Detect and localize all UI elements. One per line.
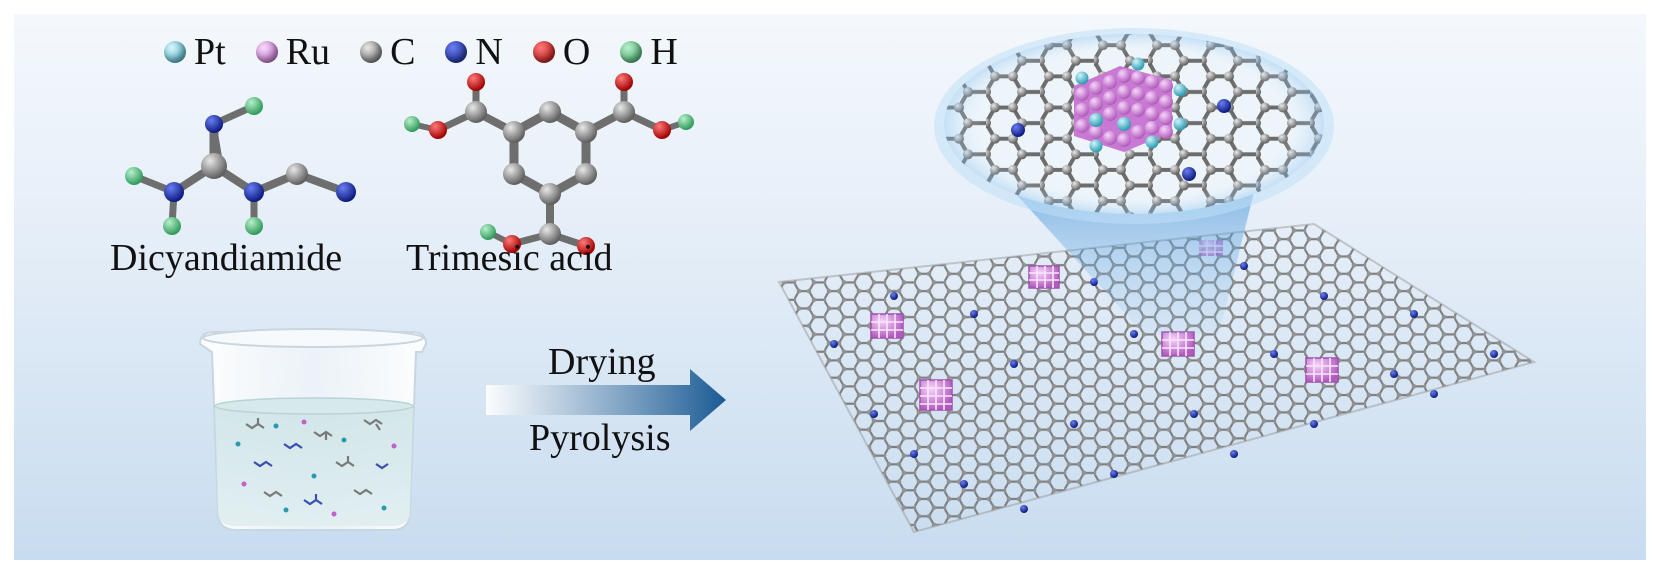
zoom-beam bbox=[1014, 192, 1254, 334]
n-atom-icon bbox=[445, 41, 468, 63]
h-atom-icon bbox=[620, 41, 643, 63]
legend-item-ru: Ru bbox=[255, 31, 331, 73]
legend-item-n: N bbox=[445, 31, 503, 73]
graphene-sheet bbox=[777, 222, 1537, 534]
element-legend: Pt Ru C N O H bbox=[164, 30, 708, 74]
nanocluster bbox=[1074, 57, 1187, 153]
dicyandiamide-label: Dicyandiamide bbox=[110, 237, 343, 279]
process-arrow bbox=[486, 369, 726, 431]
o-atom-icon bbox=[532, 41, 555, 63]
dicyandiamide-molecule bbox=[125, 97, 356, 235]
legend-label: O bbox=[562, 31, 591, 73]
ru-atom-icon bbox=[255, 41, 278, 63]
beaker bbox=[198, 328, 428, 531]
legend-label: H bbox=[650, 31, 678, 73]
nitrogen-dopants bbox=[830, 262, 1498, 513]
dissolved-molecules bbox=[235, 418, 397, 517]
legend-label: Ru bbox=[285, 31, 331, 73]
pyrolysis-label: Pyrolysis bbox=[529, 417, 671, 459]
illustration-canvas bbox=[125, 28, 1537, 534]
legend-item-o: O bbox=[532, 31, 591, 73]
c-atom-icon bbox=[360, 41, 383, 63]
legend-label: C bbox=[390, 31, 416, 73]
zoom-disc bbox=[934, 28, 1334, 224]
legend-label: Pt bbox=[194, 31, 226, 73]
trimesic-acid-molecule bbox=[404, 73, 694, 255]
drying-label: Drying bbox=[548, 341, 656, 383]
pt-atom-icon bbox=[164, 41, 186, 63]
legend-item-pt: Pt bbox=[164, 33, 226, 71]
figure-panel: Pt Ru C N O H Dicyandiamide Trimesic aci… bbox=[14, 14, 1646, 560]
legend-item-c: C bbox=[360, 33, 415, 71]
legend-item-h: H bbox=[620, 31, 678, 73]
trimesic-acid-label: Trimesic acid bbox=[406, 237, 613, 279]
legend-label: N bbox=[475, 31, 503, 73]
